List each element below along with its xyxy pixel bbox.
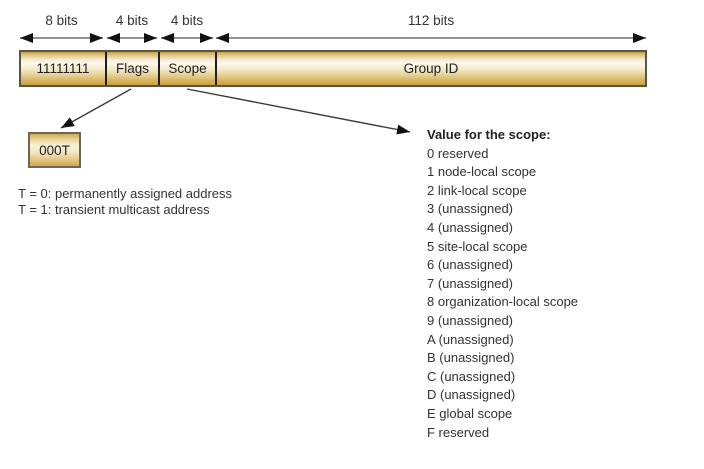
segment-flags: Flags [105,52,158,85]
address-format-bar: 11111111 Flags Scope Group ID [19,50,647,87]
bit-width-label-group-id: 112 bits [407,13,455,28]
flag-note-t0: T = 0: permanently assigned address [18,186,233,201]
scope-pointer-arrow [186,88,411,135]
scope-value-item: 2 link-local scope [427,182,527,198]
flags-value-box: 000T [28,132,81,168]
bit-width-label-flags: 4 bits [115,13,149,28]
flag-note-t1: T = 1: transient multicast address [18,201,210,217]
scope-value-item: 3 (unassigned) [427,201,513,217]
scope-value-item: F reserved [427,424,490,440]
segment-group-id: Group ID [215,52,645,85]
scope-value-item: D (unassigned) [427,387,516,403]
bit-width-label-prefix: 8 bits [45,13,78,28]
scope-value-item: 7 (unassigned) [427,275,513,291]
flag-notes: T = 0: permanently assigned address T = … [18,186,232,217]
scope-value-item: A (unassigned) [427,331,514,347]
scope-value-item: 8 organization-local scope [427,294,579,310]
scope-value-item: 4 (unassigned) [427,219,513,235]
scope-value-item: 6 (unassigned) [427,257,513,273]
scope-value-item: B (unassigned) [427,350,515,366]
bit-width-label-scope: 4 bits [170,13,204,28]
scope-value-item: 5 site-local scope [427,238,528,254]
segment-prefix: 11111111 [36,61,90,76]
scope-values-heading: Value for the scope: [427,127,551,142]
scope-value-item: 0 reserved [427,145,489,161]
scope-value-item: E global scope [427,405,513,421]
segment-scope: Scope [158,52,215,85]
scope-value-item: C (unassigned) [427,368,516,384]
flags-pointer-arrow [60,88,132,129]
scope-values-list: Value for the scope: 0 reserved 1 node-l… [427,126,578,442]
scope-value-item: 9 (unassigned) [427,312,513,328]
scope-value-item: 1 node-local scope [427,164,537,180]
